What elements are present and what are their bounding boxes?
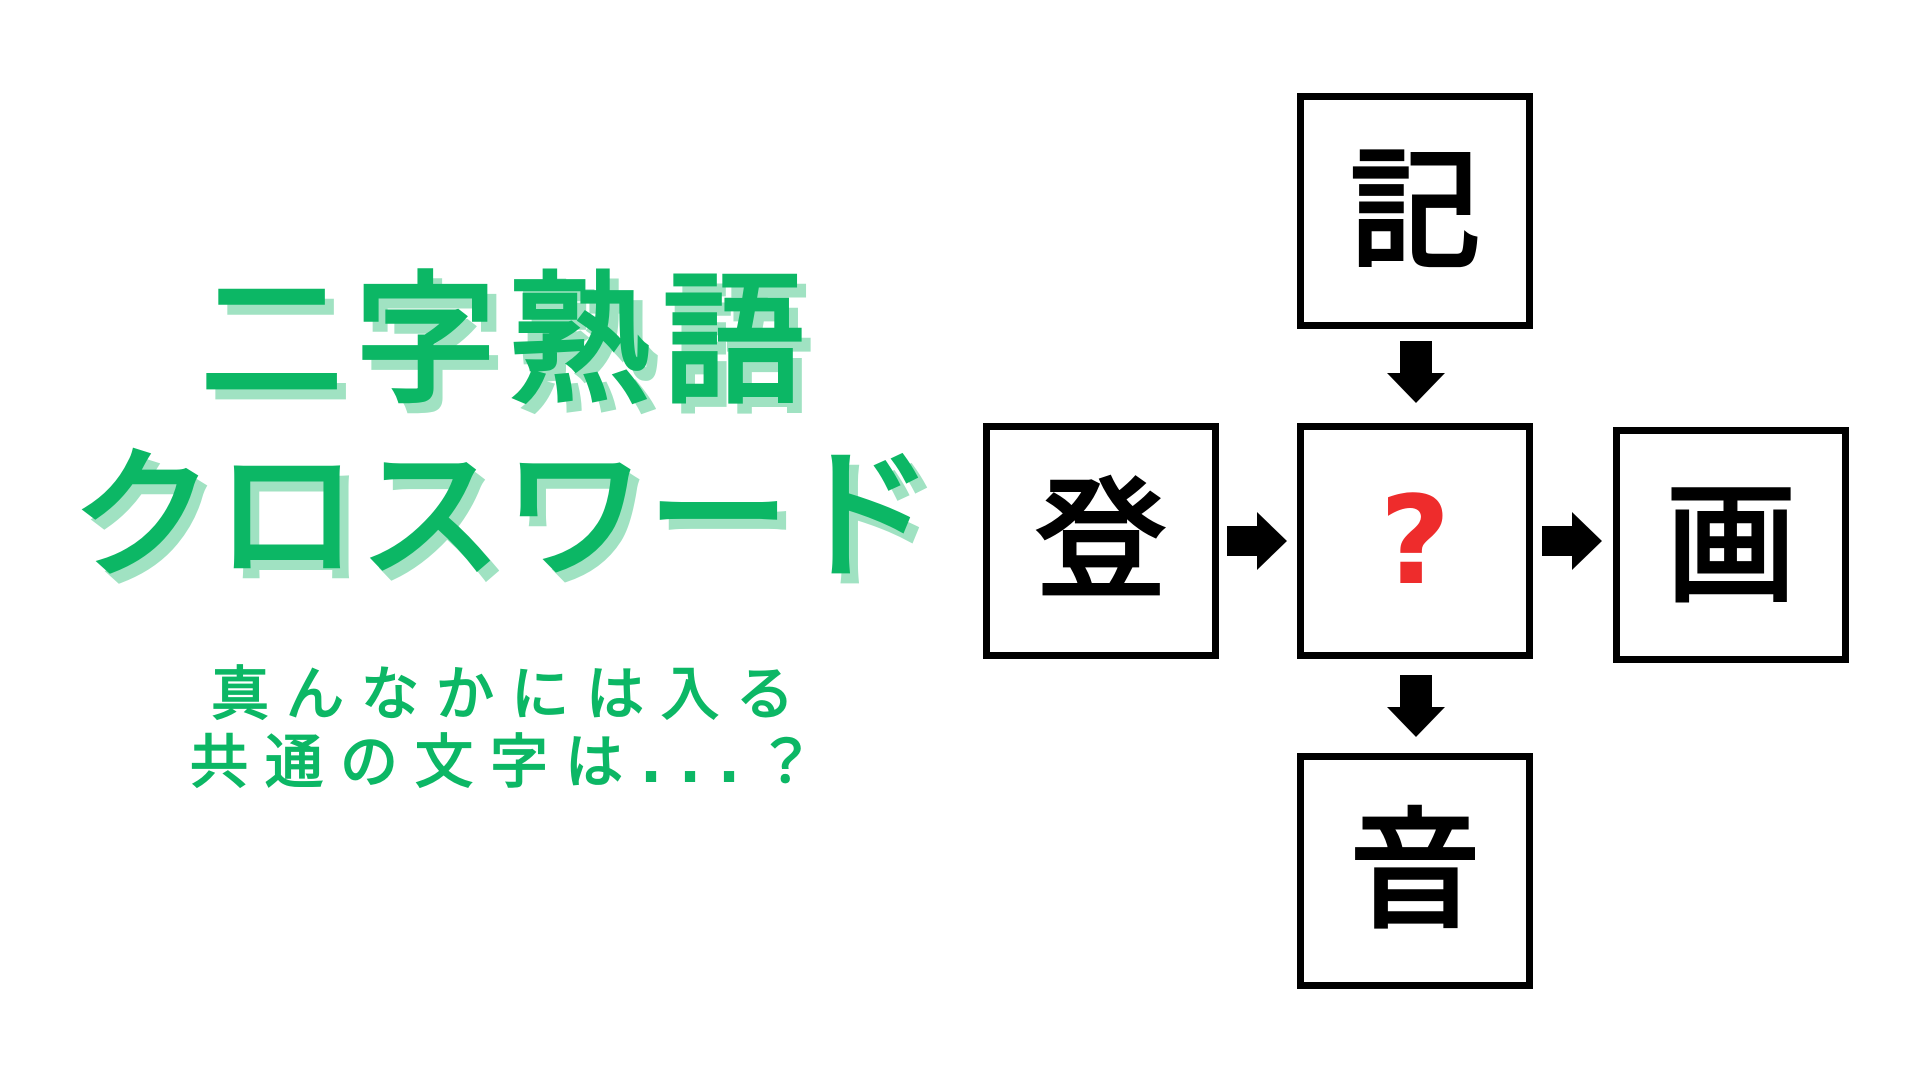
puzzle-cell-top: 記 <box>1297 93 1533 329</box>
kanji-right: 画 <box>1665 469 1796 621</box>
arrow-right-icon <box>1542 512 1602 570</box>
page-title-line-2: クロスワード <box>71 434 936 599</box>
puzzle-cell-bottom: 音 <box>1297 753 1533 989</box>
arrow-right-icon <box>1227 512 1287 570</box>
subtitle-line-2: 共通の文字は...？ <box>189 728 833 796</box>
page-title-line-1: 二字熟語 <box>200 259 817 424</box>
kanji-left: 登 <box>1035 465 1166 617</box>
arrow-down-icon <box>1387 675 1445 737</box>
arrow-down-icon <box>1387 341 1445 403</box>
puzzle-cell-right: 画 <box>1613 427 1849 663</box>
kanji-top: 記 <box>1349 135 1480 287</box>
title-block: 二字熟語 クロスワード 真んなかには入る 共通の文字は...？ <box>71 259 936 796</box>
puzzle-cell-left: 登 <box>983 423 1219 659</box>
kanji-bottom: 音 <box>1349 795 1480 947</box>
question-mark: ? <box>1379 470 1451 612</box>
puzzle-cell-center: ? <box>1297 423 1533 659</box>
subtitle-line-1: 真んなかには入る <box>210 660 811 728</box>
